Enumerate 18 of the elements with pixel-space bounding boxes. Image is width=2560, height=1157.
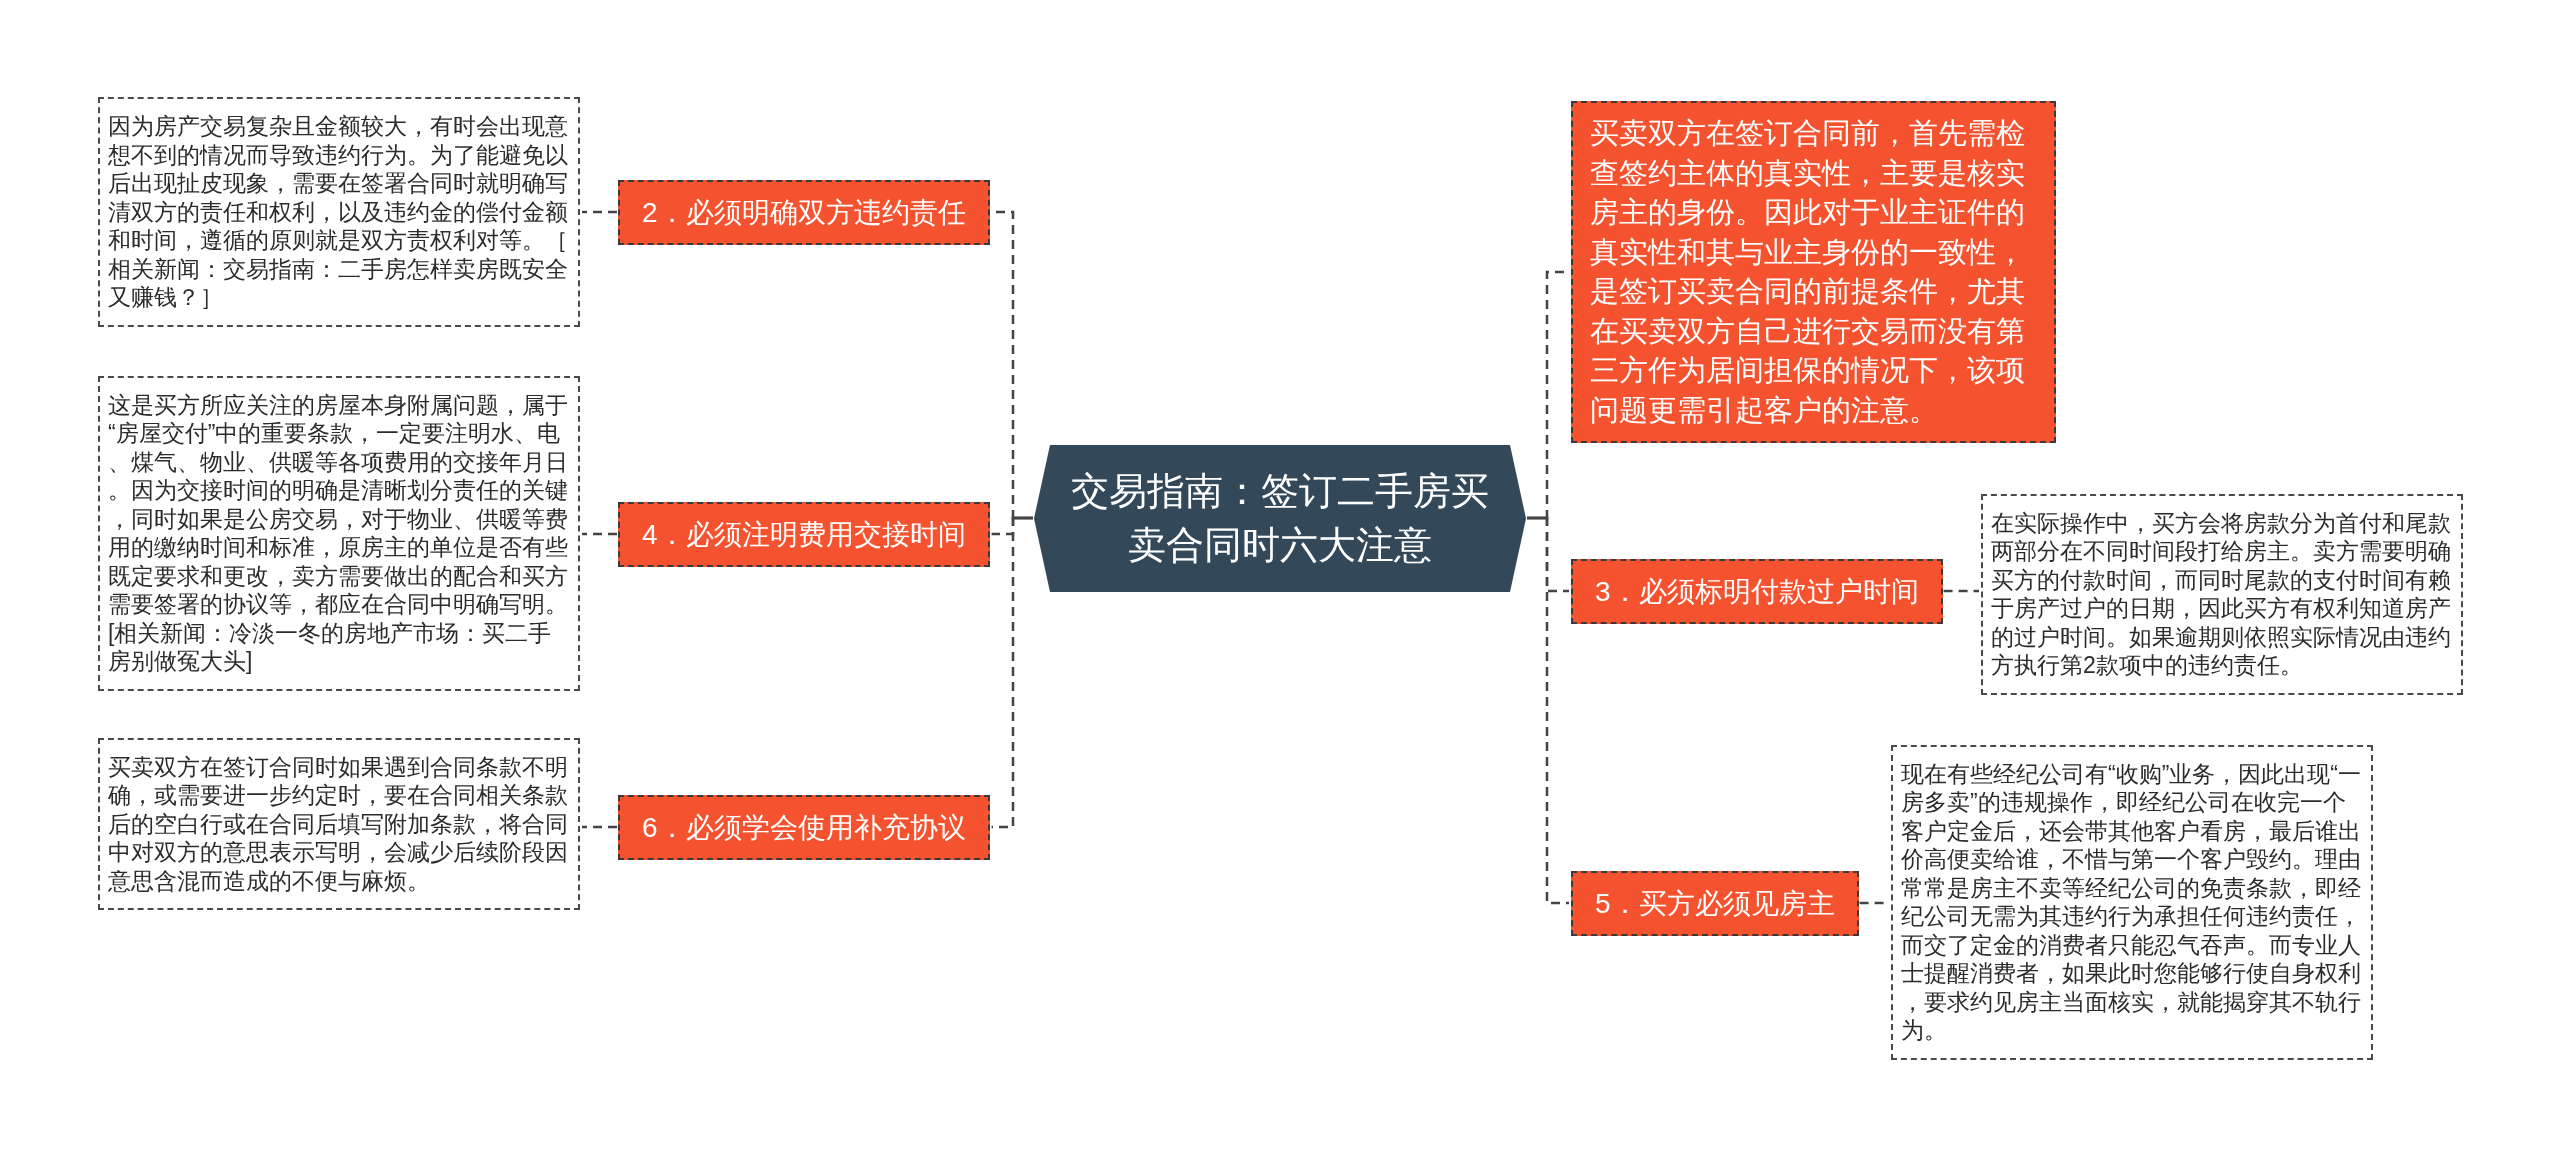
connector-line [582, 210, 617, 214]
connector-line [582, 825, 617, 829]
topic-box: 6．必须学会使用补充协议 [618, 794, 990, 860]
connector-line [1527, 516, 1569, 905]
note-box: 因为房产交易复杂且金额较大，有时会出现意想不到的情况而导致违约行为。为了能避免以后出现扯皮现象，需要在签署合同时就明确写清双方的责任和权利，以及违约金的偿付金额和时间，遵循的原则就是双方责权利对等。［相关新闻：交易指南：二手房怎样卖房既安全又赚钱？］ [98, 97, 580, 327]
topic-box: 买卖双方在签订合同前，首先需检查签约主体的真实性，主要是核实房主的身份。因此对于业主证件的真实性和其与业主身份的一致性，是签订买卖合同的前提条件，尤其在买卖双方自己进行交易而没有第三方作为居间担保的情况下，该项问题更需引起客户的注意。 [1571, 101, 2056, 443]
note-box: 在实际操作中，买方会将房款分为首付和尾款两部分在不同时间段打给房主。卖方需要明确买方的付款时间，而同时尾款的支付时间有赖于房产过户的日期，因此买方有权利知道房产的过户时间。如果逾期则依照实际情况由违约方执行第2款项中的违约责任。 [1981, 493, 2463, 695]
connector-line [991, 516, 1033, 829]
note-box: 买卖双方在签订合同时如果遇到合同条款不明确，或需要进一步约定时，要在合同相关条款后的空白行或在合同后填写附加条款，将合同中对双方的意思表示写明，会减少后续阶段因意思含混而造成的不便与麻烦。 [98, 737, 580, 910]
connector-line [582, 532, 617, 536]
note-box: 现在有些经纪公司有“收购”业务，因此出现“一房多卖”的违规操作，即经纪公司在收完一个客户定金后，还会带其他客户看房，最后谁出价高便卖给谁，不惜与第一个客户毁约。理由常常是房主不卖等经纪公司的免责条款，即经纪公司无需为其违约行为承担任何违约责任，而交了定金的消费者只能忍气吞声。而专业人士提醒消费者，如果此时您能够行使自身权利，要求约见房主当面核实，就能揭穿其不轨行为。 [1891, 744, 2373, 1060]
topic-box: 5．买方必须见房主 [1571, 870, 1859, 936]
topic-box: 4．必须注明费用交接时间 [618, 501, 990, 567]
note-box: 这是买方所应关注的房屋本身附属问题，属于“房屋交付”中的重要条款，一定要注明水、电、煤气、物业、供暖等各项费用的交接年月日。因为交接时间的明确是清晰划分责任的关键，同时如果是公房交易，对于物业、供暖等费用的缴纳时间和标准，原房主的单位是否有些既定要求和更改，卖方需要做出的配合和买方需要签署的协议等，都应在合同中明确写明。[相关新闻：冷淡一冬的房地产市场：买二手房别做冤大头] [98, 375, 580, 691]
topic-box: 3．必须标明付款过户时间 [1571, 558, 1943, 624]
central-topic-hexagon: 交易指南：签订二手房买卖合同时六大注意 [1034, 444, 1526, 592]
connector-line [1943, 589, 1979, 593]
topic-box: 2．必须明确双方违约责任 [618, 179, 990, 245]
